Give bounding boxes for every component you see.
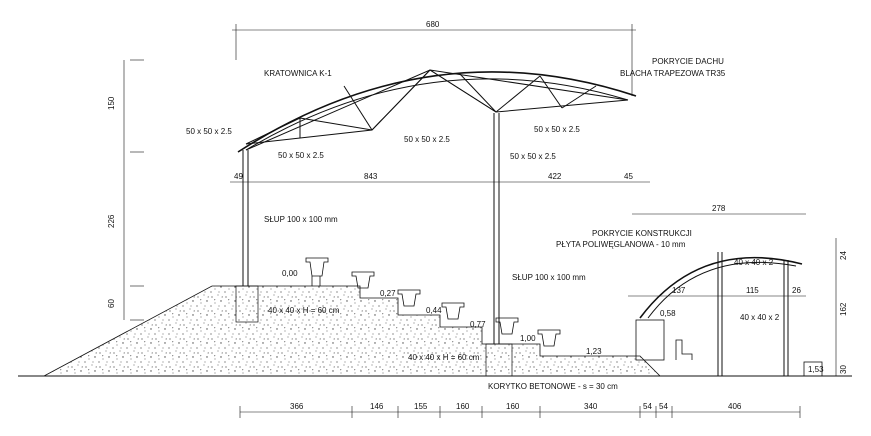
seat-row-2	[351, 271, 375, 289]
dim-24: 24	[839, 251, 848, 260]
label-gutter: KORYTKO BETONOWE - s = 30 cm	[488, 382, 618, 391]
seat-row-1	[305, 257, 329, 286]
level-1-23: 1,23	[586, 347, 602, 356]
dim-30: 30	[839, 365, 848, 374]
dim-162: 162	[839, 302, 848, 316]
label-truss: KRATOWNICA K-1	[264, 69, 332, 78]
dim-26: 26	[792, 286, 801, 295]
dim-843: 843	[364, 172, 378, 181]
dim-45: 45	[624, 172, 633, 181]
level-0-00: 0,00	[282, 269, 298, 278]
dim-v-60: 60	[107, 299, 116, 308]
dim-bottom-9: 406	[728, 402, 742, 411]
label-small-profile-1: 40 x 40 x 2	[734, 258, 774, 267]
dim-bottom-7: 54	[643, 402, 652, 411]
dim-49: 49	[234, 172, 243, 181]
seat-row-5	[495, 317, 519, 335]
label-profile-a: 50 x 50 x 2.5	[186, 127, 232, 136]
label-footing-right: 40 x 40 x H = 60 cm	[408, 353, 480, 362]
dim-bottom-6: 340	[584, 402, 598, 411]
level-1-00: 1,00	[520, 334, 536, 343]
column-right	[493, 113, 500, 344]
seat-row-6	[537, 329, 561, 347]
label-profile-b: 50 x 50 x 2.5	[278, 151, 324, 160]
dimension-lines	[123, 24, 837, 418]
dim-278: 278	[712, 204, 726, 213]
dugout-structure	[635, 252, 823, 377]
seat-row-3	[397, 289, 421, 307]
label-roof-cover-1: POKRYCIE DACHU	[652, 57, 724, 66]
label-cover-2: PŁYTA POLIWĘGLANOWA - 10 mm	[556, 240, 686, 249]
label-profile-d: 50 x 50 x 2.5	[534, 125, 580, 134]
dim-top-span: 680	[426, 20, 440, 29]
column-left	[242, 150, 249, 286]
label-cover-1: POKRYCIE KONSTRUKCJI	[592, 229, 692, 238]
label-roof-cover-2: BLACHA TRAPEZOWA TR35	[620, 69, 726, 78]
dim-137: 137	[672, 286, 686, 295]
level-0-44: 0,44	[426, 306, 442, 315]
dim-bottom-2: 146	[370, 402, 384, 411]
dim-115: 115	[746, 286, 759, 295]
dim-bottom-5: 160	[506, 402, 520, 411]
truss-k1	[237, 69, 637, 153]
footing-left	[235, 285, 259, 323]
embankment	[43, 285, 661, 377]
level-0-77: 0,77	[470, 320, 486, 329]
dim-bottom-3: 155	[414, 402, 428, 411]
label-profile-c: 50 x 50 x 2.5	[404, 135, 450, 144]
label-column-left: SŁUP 100 x 100 mm	[264, 215, 338, 224]
dim-bottom-8: 54	[659, 402, 668, 411]
label-column-right: SŁUP 100 x 100 mm	[512, 273, 586, 282]
dim-v-226: 226	[107, 214, 116, 228]
seat-row-4	[441, 302, 465, 320]
level-0-27: 0,27	[380, 289, 396, 298]
label-footing-left: 40 x 40 x H = 60 cm	[268, 306, 340, 315]
dim-v-150: 150	[107, 96, 116, 110]
dim-bottom-1: 366	[290, 402, 304, 411]
level-1-53: 1,53	[808, 365, 824, 374]
label-profile-e: 50 x 50 x 2.5	[510, 152, 556, 161]
level-0-58: 0,58	[660, 309, 676, 318]
label-small-profile-2: 40 x 40 x 2	[740, 313, 780, 322]
dim-422: 422	[548, 172, 562, 181]
dim-bottom-4: 160	[456, 402, 470, 411]
